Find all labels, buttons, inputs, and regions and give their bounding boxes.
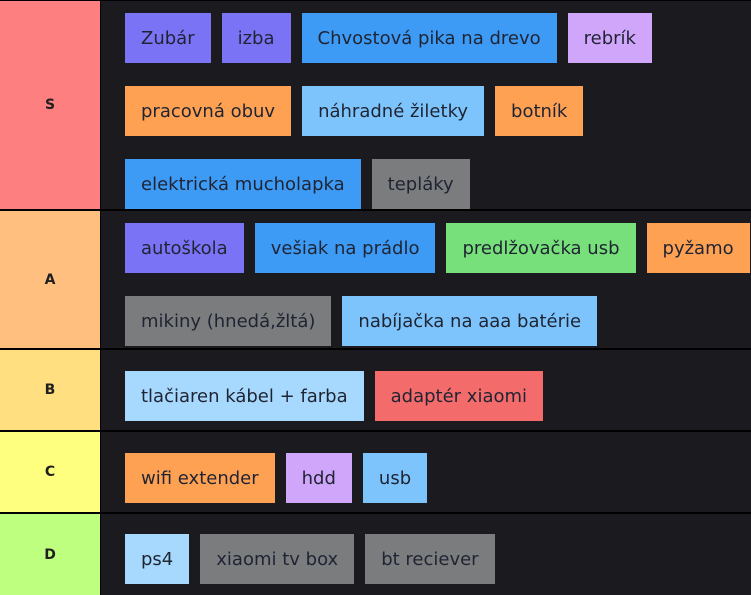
tier-item[interactable]: xiaomi tv box bbox=[200, 534, 355, 584]
tier-c-items[interactable]: wifi extender hdd usb bbox=[101, 432, 751, 512]
tier-a: A autoškola vešiak na prádlo predlžovačk… bbox=[0, 211, 751, 348]
tier-b-items[interactable]: tlačiaren kábel + farba adaptér xiaomi bbox=[101, 350, 751, 430]
tier-a-row-2: mikiny (hnedá,žltá) nabíjačka na aaa bat… bbox=[125, 296, 598, 346]
tier-item[interactable]: mikiny (hnedá,žltá) bbox=[125, 296, 332, 346]
tier-item[interactable]: vešiak na prádlo bbox=[254, 223, 436, 273]
tier-item[interactable]: adaptér xiaomi bbox=[374, 371, 544, 421]
tier-item[interactable]: náhradné žiletky bbox=[302, 86, 485, 136]
tier-d-row-1: ps4 xiaomi tv box bt reciever bbox=[125, 534, 495, 584]
tier-item[interactable]: predlžovačka usb bbox=[446, 223, 636, 273]
tier-label-c: C bbox=[0, 432, 100, 512]
tier-c: C wifi extender hdd usb bbox=[0, 432, 751, 512]
tier-item[interactable]: bt reciever bbox=[365, 534, 495, 584]
tier-item[interactable]: pyžamo bbox=[646, 223, 750, 273]
tier-item[interactable]: botník bbox=[495, 86, 584, 136]
tier-s-row-3: elektrická mucholapka tepláky bbox=[125, 159, 470, 209]
tier-d: D ps4 xiaomi tv box bt reciever bbox=[0, 514, 751, 595]
tier-item[interactable]: elektrická mucholapka bbox=[125, 159, 361, 209]
tier-item[interactable]: autoškola bbox=[125, 223, 244, 273]
tier-item[interactable]: tlačiaren kábel + farba bbox=[125, 371, 364, 421]
tier-a-row-1: autoškola vešiak na prádlo predlžovačka … bbox=[125, 223, 750, 273]
tier-item[interactable]: tepláky bbox=[371, 159, 470, 209]
tier-item[interactable]: hdd bbox=[285, 453, 352, 503]
tier-label-a: A bbox=[0, 211, 100, 348]
tier-item[interactable]: usb bbox=[362, 453, 428, 503]
tier-item[interactable]: pracovná obuv bbox=[125, 86, 292, 136]
tier-item[interactable]: ps4 bbox=[125, 534, 190, 584]
tier-label-b: B bbox=[0, 350, 100, 430]
tier-a-items[interactable]: autoškola vešiak na prádlo predlžovačka … bbox=[101, 211, 751, 348]
tier-item[interactable]: Chvostová pika na drevo bbox=[301, 13, 557, 63]
tier-c-row-1: wifi extender hdd usb bbox=[125, 453, 428, 503]
tier-item[interactable]: nabíjačka na aaa batérie bbox=[342, 296, 598, 346]
tier-label-s: S bbox=[0, 1, 100, 209]
tier-s-items[interactable]: Zubár izba Chvostová pika na drevo rebrí… bbox=[101, 1, 751, 209]
tier-item[interactable]: rebrík bbox=[567, 13, 652, 63]
tier-item[interactable]: wifi extender bbox=[125, 453, 275, 503]
tier-s-row-2: pracovná obuv náhradné žiletky botník bbox=[125, 86, 584, 136]
tier-label-d: D bbox=[0, 514, 100, 595]
tier-item[interactable]: Zubár bbox=[125, 13, 211, 63]
tier-b-row-1: tlačiaren kábel + farba adaptér xiaomi bbox=[125, 371, 544, 421]
tier-s: S Zubár izba Chvostová pika na drevo reb… bbox=[0, 1, 751, 209]
tier-s-row-1: Zubár izba Chvostová pika na drevo rebrí… bbox=[125, 13, 652, 63]
tier-item[interactable]: izba bbox=[221, 13, 291, 63]
tier-b: B tlačiaren kábel + farba adaptér xiaomi bbox=[0, 350, 751, 430]
tier-d-items[interactable]: ps4 xiaomi tv box bt reciever bbox=[101, 514, 751, 595]
